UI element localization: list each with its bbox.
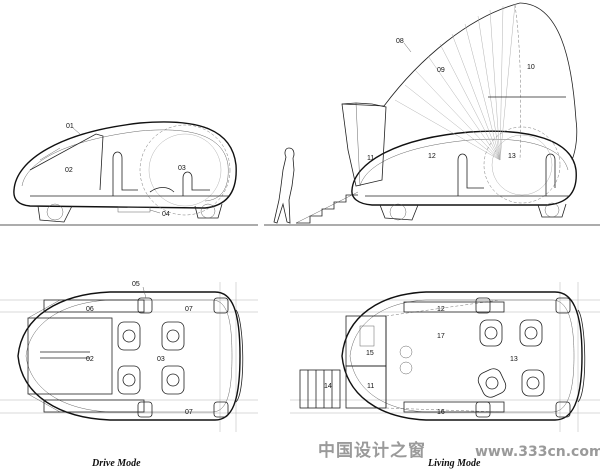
label-14: 14 bbox=[324, 383, 332, 390]
label-10: 10 bbox=[527, 64, 535, 71]
label-13-plan: 13 bbox=[510, 356, 518, 363]
label-13: 13 bbox=[508, 153, 516, 160]
label-11: 11 bbox=[367, 155, 374, 162]
label-07-bottom: 07 bbox=[185, 409, 193, 416]
label-02-plan: 02 bbox=[86, 356, 94, 363]
label-12: 12 bbox=[428, 153, 436, 160]
label-06: 06 bbox=[86, 306, 94, 313]
caption-living-mode: Living Mode bbox=[427, 458, 481, 469]
label-12-plan: 12 bbox=[437, 306, 445, 313]
caption-drive-mode: Drive Mode bbox=[91, 458, 141, 469]
watermark-text: 中国设计之窗 bbox=[318, 440, 426, 461]
label-17: 17 bbox=[437, 333, 445, 340]
label-04: 04 bbox=[162, 211, 170, 218]
living-plan-labels: 12 17 15 13 14 11 16 bbox=[324, 306, 518, 416]
label-03-plan: 03 bbox=[157, 356, 165, 363]
label-07-top: 07 bbox=[185, 306, 193, 313]
living-side-view bbox=[264, 2, 600, 226]
drive-plan-view bbox=[0, 282, 258, 432]
label-15: 15 bbox=[366, 350, 374, 357]
label-05: 05 bbox=[132, 281, 140, 288]
label-09: 09 bbox=[437, 67, 445, 74]
living-plan-view bbox=[290, 282, 600, 432]
label-11-plan: 11 bbox=[367, 383, 374, 390]
living-side-labels: 08 09 10 11 12 13 bbox=[367, 38, 535, 162]
label-02: 02 bbox=[65, 167, 73, 174]
watermark-url: www.333cn.com bbox=[475, 444, 600, 460]
label-03: 03 bbox=[178, 165, 186, 172]
label-16: 16 bbox=[437, 409, 445, 416]
drive-plan-labels: 05 06 07 02 03 07 bbox=[86, 281, 193, 416]
label-01: 01 bbox=[66, 123, 74, 130]
drive-side-view bbox=[0, 121, 258, 226]
label-08: 08 bbox=[396, 38, 404, 45]
drive-side-labels: 01 02 03 04 bbox=[65, 123, 186, 218]
